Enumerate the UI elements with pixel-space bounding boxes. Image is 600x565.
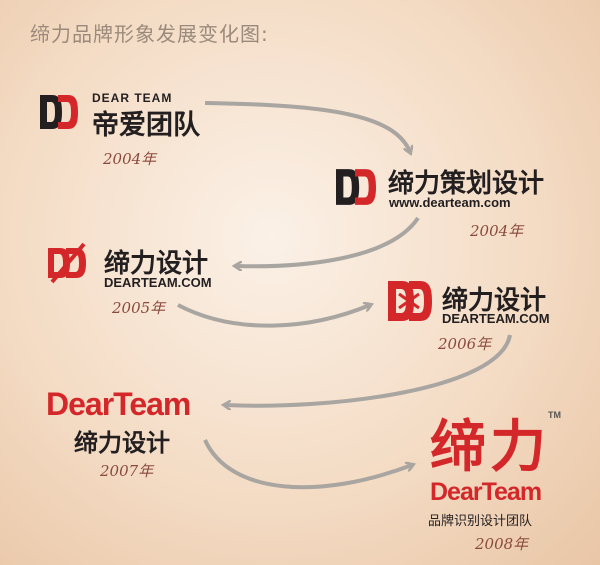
arrow-1 — [204, 101, 410, 152]
year-2004a: 2004年 — [103, 150, 157, 168]
logo-2004b-web: www.dearteam.com — [389, 195, 511, 210]
logo-2008-en: DearTeam — [430, 478, 542, 506]
logo-2007-en: DearTeam — [46, 386, 191, 422]
year-2008: 2008年 — [475, 535, 529, 553]
year-2005: 2005年 — [112, 299, 166, 317]
dearteam-mark-icon — [336, 169, 376, 205]
logo-2005-cn: 缔力设计 — [104, 249, 209, 279]
arrow-3 — [177, 305, 370, 328]
logo-2004a-cn: 帝爱团队 — [92, 110, 200, 141]
year-2007: 2007年 — [100, 462, 154, 480]
logo-2008-tagline: 品牌识别设计团队 — [428, 514, 533, 529]
logo-2008-cn: 缔力 — [430, 415, 550, 480]
logo-2006-web: DEARTEAM.COM — [442, 311, 550, 326]
year-2006: 2006年 — [438, 335, 492, 353]
logo-2007-cn: 缔力设计 — [74, 429, 170, 457]
page-title: 缔力品牌形象发展变化图: — [30, 22, 269, 46]
logo-2004a-en: DEAR TEAM — [92, 91, 173, 105]
year-2004b: 2004年 — [470, 222, 524, 240]
logo-2006-cn: 缔力设计 — [442, 286, 547, 316]
arrow-4 — [225, 334, 512, 406]
logo-2005-web: DEARTEAM.COM — [104, 275, 212, 290]
dearteam-crossed-mark-icon — [48, 242, 86, 284]
dearteam-red-mark-icon — [388, 281, 432, 321]
dearteam-mark-icon — [40, 95, 78, 129]
logo-2004b-cn: 缔力策划设计 — [388, 169, 545, 199]
trademark-mark: TM — [548, 410, 561, 420]
arrow-2 — [236, 216, 420, 266]
arrow-5 — [203, 439, 412, 490]
